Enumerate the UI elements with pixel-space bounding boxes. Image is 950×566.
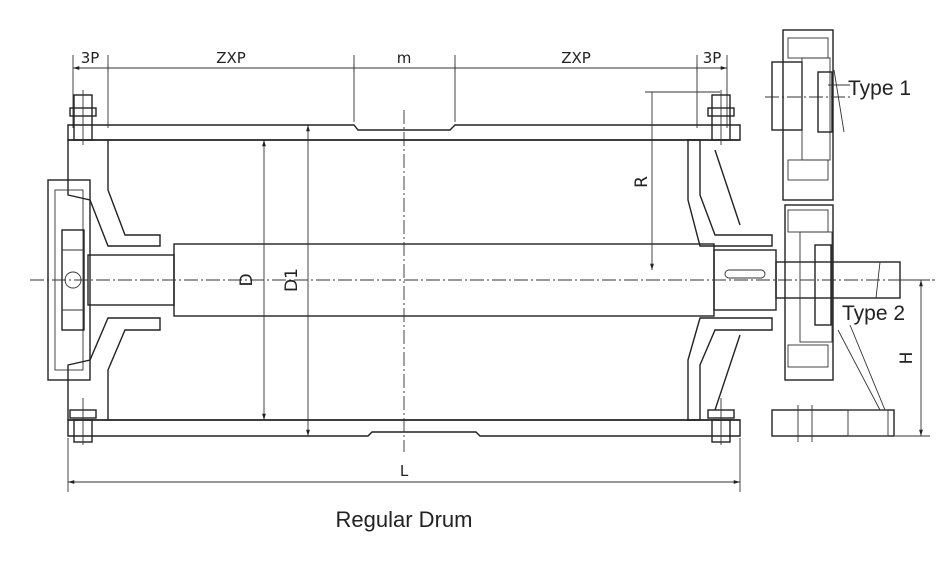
zone-right-label: ZXP (561, 49, 591, 67)
middle-gap-label: m (397, 49, 412, 67)
length-label: L (400, 462, 409, 480)
outer-diameter-label: D1 (282, 268, 302, 292)
top-dimensions: 3P ZXP m ZXP 3P (72, 49, 728, 128)
type2-bearing (771, 204, 895, 442)
caption: Regular Drum (336, 507, 473, 532)
end-pitch-right-label: 3P (703, 49, 722, 67)
left-end-disc (47, 90, 161, 445)
type1-label: Type 1 (848, 77, 911, 100)
center-lines (30, 110, 935, 452)
end-pitch-left-label: 3P (81, 49, 100, 67)
type2-label: Type 2 (842, 302, 905, 325)
diameter-label: D (237, 273, 257, 286)
inner-dimensions: D D1 R (237, 91, 720, 436)
radius-label: R (632, 176, 652, 188)
length-dimension: L (67, 438, 741, 492)
height-dimension: H (895, 279, 930, 437)
height-label: H (897, 352, 917, 365)
type1-bearing (765, 29, 850, 201)
right-end-disc (687, 90, 773, 445)
zone-left-label: ZXP (216, 49, 246, 67)
